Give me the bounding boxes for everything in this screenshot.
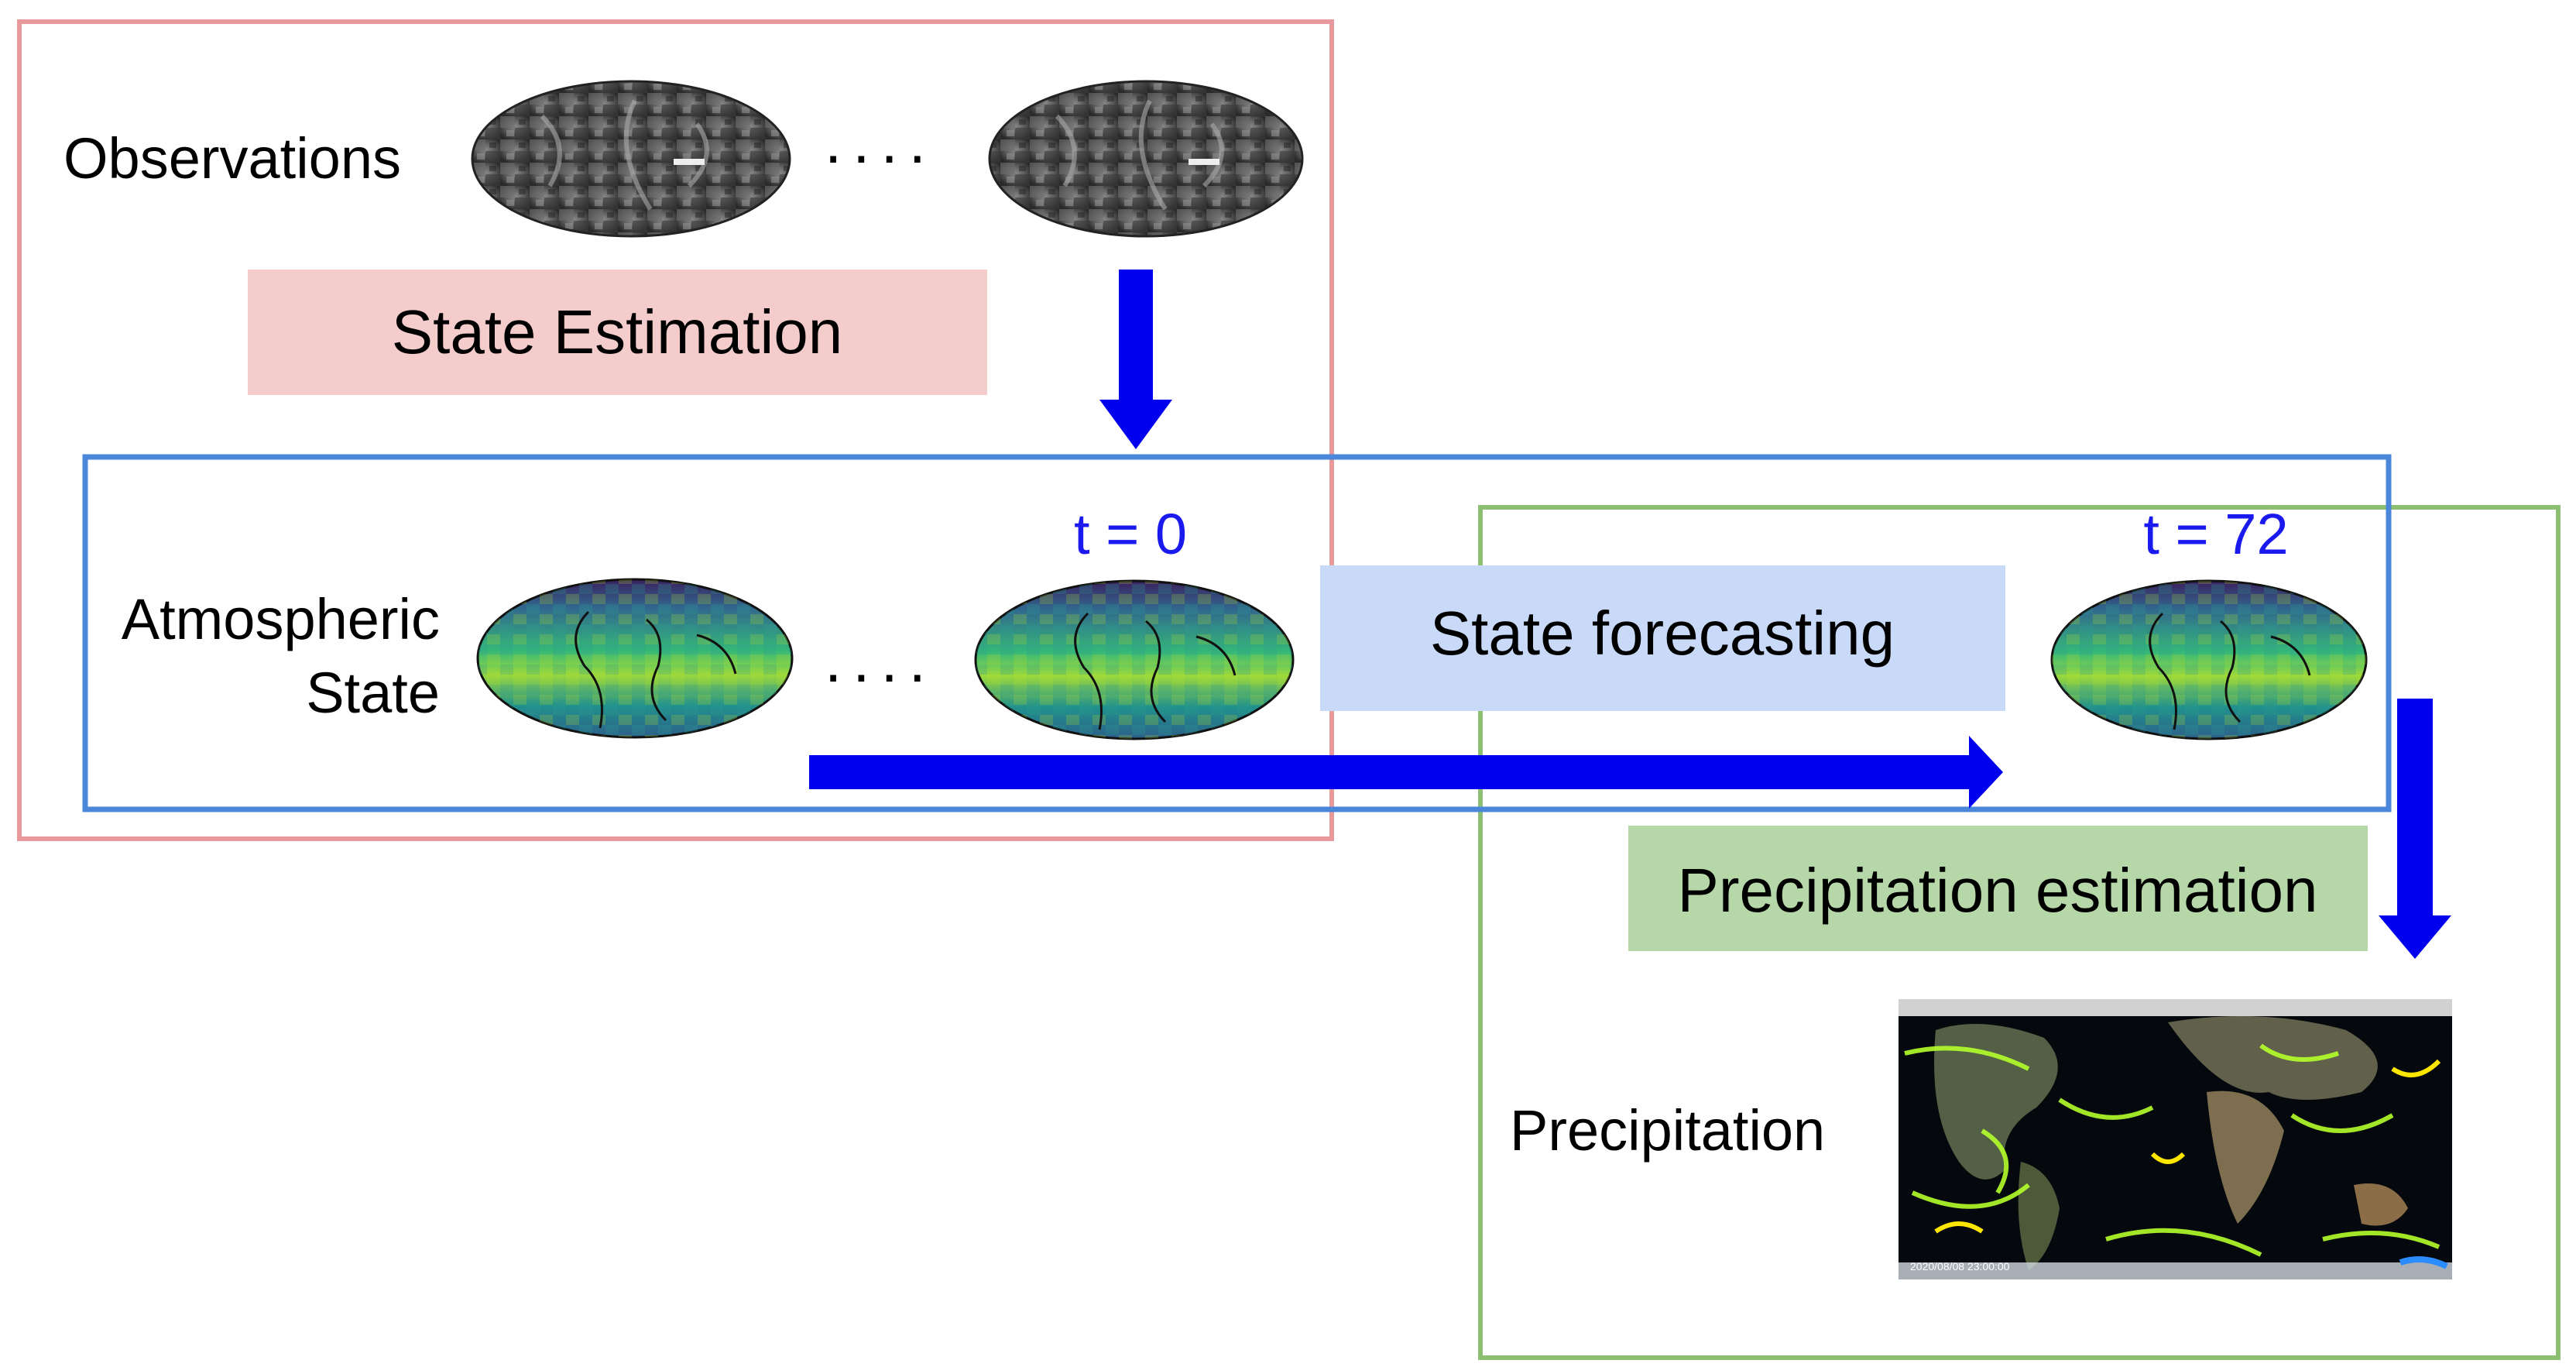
state-estimation-frame — [17, 19, 1334, 841]
satellite-precipitation-map-icon: 2020/08/08 23:00:00 — [1899, 999, 2452, 1279]
grayscale-globe-map-icon — [471, 80, 791, 238]
right-arrow-icon — [809, 736, 2003, 809]
precip-timestamp: 2020/08/08 23:00:00 — [1910, 1260, 2010, 1273]
precipitation-label: Precipitation — [1510, 1098, 1825, 1163]
t72-label: t = 72 — [2143, 502, 2288, 566]
state-forecasting-box — [1320, 565, 2005, 711]
state-estimation-box — [248, 270, 987, 395]
ellipsis-top: .... — [825, 107, 937, 176]
grayscale-globe-map-icon — [988, 80, 1304, 238]
viridis-globe-map-icon — [476, 578, 794, 739]
down-arrow-icon — [2379, 699, 2451, 959]
down-arrow-icon — [1099, 270, 1172, 449]
precipitation-frame — [1478, 505, 2561, 1360]
viridis-globe-map-icon — [974, 579, 1295, 740]
viridis-globe-map-icon — [2050, 579, 2368, 740]
ellipsis-mid: .... — [825, 626, 937, 695]
observations-label: Observations — [63, 126, 401, 191]
forecasting-frame — [82, 454, 2392, 812]
atmospheric-label-line1: Atmospheric — [122, 587, 440, 651]
precipitation-estimation-box — [1628, 826, 2368, 951]
precipitation-estimation-label: Precipitation estimation — [1677, 856, 2317, 925]
atmospheric-label-line2: State — [306, 661, 440, 725]
t0-label: t = 0 — [1074, 502, 1187, 566]
state-forecasting-label: State forecasting — [1430, 599, 1895, 668]
state-estimation-label: State Estimation — [392, 297, 843, 366]
